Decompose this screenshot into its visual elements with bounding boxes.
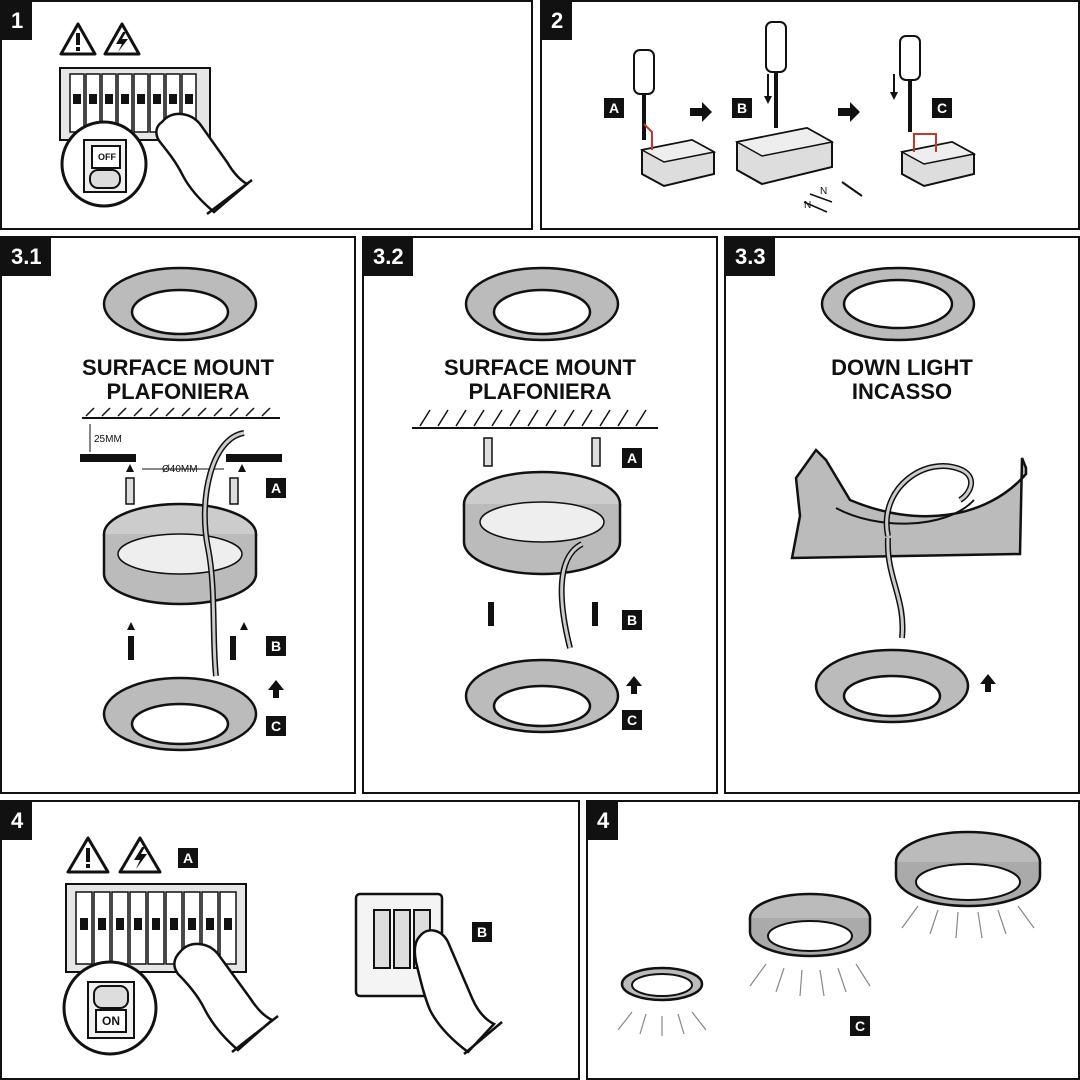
step-2-illustration xyxy=(633,21,977,213)
anchor-icon xyxy=(483,437,601,467)
hand-icon xyxy=(155,112,253,215)
step-number: 3.2 xyxy=(364,238,413,276)
light-fixture-icon xyxy=(820,266,976,342)
hand-icon xyxy=(413,929,503,1055)
title-line-2: INCASSO xyxy=(851,379,953,404)
switch-on-label: ON xyxy=(102,1014,120,1028)
step-4a-illustration xyxy=(62,836,503,1056)
light-fixture-icon xyxy=(620,966,704,1002)
title-line-1: SURFACE MOUNT xyxy=(82,355,274,380)
ceiling-cutout-icon xyxy=(790,448,1028,639)
switch-zoom-icon xyxy=(62,960,158,1056)
label-b: B xyxy=(622,610,642,630)
label-c: C xyxy=(266,716,286,736)
depth-dimension: 25MM xyxy=(94,434,122,445)
warning-icon xyxy=(66,836,110,874)
light-fixture-icon xyxy=(464,266,620,342)
light-fixture-icon xyxy=(464,658,620,734)
light-fixture-icon xyxy=(748,892,872,958)
light-fixture-icon xyxy=(102,676,258,752)
arrow-up-icon xyxy=(626,676,642,694)
arrow-up-icon xyxy=(268,680,284,698)
step-1-panel: 1 xyxy=(0,0,533,230)
label-c: C xyxy=(622,710,642,730)
label-b: B xyxy=(266,636,286,656)
step-number: 4 xyxy=(2,802,33,840)
high-voltage-icon xyxy=(103,22,141,56)
step-3-1-panel: 3.1 SURFACE MOUNT PLAFONIERA xyxy=(0,236,356,794)
step-number: 3.1 xyxy=(2,238,51,276)
step-4a-panel: 4 xyxy=(0,800,580,1080)
label-a: A xyxy=(178,848,198,868)
step-4b-panel: 4 C xyxy=(586,800,1080,1080)
title-line-1: DOWN LIGHT xyxy=(831,355,973,380)
ceiling-hatch xyxy=(80,407,282,470)
ceiling-hatch xyxy=(412,409,658,429)
switch-off-label: OFF xyxy=(98,152,116,162)
light-rays xyxy=(617,905,1035,1036)
title-line-2: PLAFONIERA xyxy=(468,379,612,404)
title-line-2: PLAFONIERA xyxy=(106,379,250,404)
step-number: 1 xyxy=(2,2,33,40)
warning-icon xyxy=(59,22,97,56)
screw-icon xyxy=(127,622,248,660)
step-3-2-illustration xyxy=(412,266,658,734)
step-number: 4 xyxy=(588,802,619,840)
label-a: A xyxy=(604,98,624,118)
driver-box-icon xyxy=(639,123,977,213)
label-b: B xyxy=(732,98,752,118)
step-number: 3.3 xyxy=(726,238,775,276)
wire-n-label: N xyxy=(804,200,812,211)
diameter-dimension: Ø40MM xyxy=(162,464,198,475)
light-fixture-icon xyxy=(102,266,258,342)
anchor-icon xyxy=(125,464,246,505)
label-a: A xyxy=(622,448,642,468)
label-b: B xyxy=(472,922,492,942)
label-c: C xyxy=(932,98,952,118)
arrow-right-icon xyxy=(690,102,860,122)
step-4b-illustration xyxy=(617,830,1042,1036)
label-c: C xyxy=(850,1016,870,1036)
title-line-1: SURFACE MOUNT xyxy=(444,355,636,380)
mounting-ring-icon xyxy=(102,430,258,677)
switch-zoom-icon xyxy=(60,120,148,208)
step-3-3-illustration xyxy=(790,266,1028,724)
step-1-illustration xyxy=(59,22,253,215)
step-2-panel: 2 A B C xyxy=(540,0,1080,230)
light-fixture-icon xyxy=(814,648,970,724)
label-a: A xyxy=(266,478,286,498)
step-3-3-panel: 3.3 DOWN LIGHT INCASSO xyxy=(724,236,1080,794)
arrow-down-icon xyxy=(764,74,898,104)
light-fixture-icon xyxy=(894,830,1042,908)
wire-l-label: N xyxy=(820,186,828,197)
screwdriver-icon xyxy=(633,21,921,140)
high-voltage-icon xyxy=(118,836,162,874)
step-3-1-illustration xyxy=(80,266,284,752)
step-3-2-panel: 3.2 SURFACE MOUNT PLAFONIERA xyxy=(362,236,718,794)
arrow-up-icon xyxy=(980,674,996,692)
mounting-ring-icon xyxy=(462,470,622,649)
step-number: 2 xyxy=(542,2,573,40)
hand-icon xyxy=(173,942,279,1053)
screw-icon xyxy=(488,602,598,626)
